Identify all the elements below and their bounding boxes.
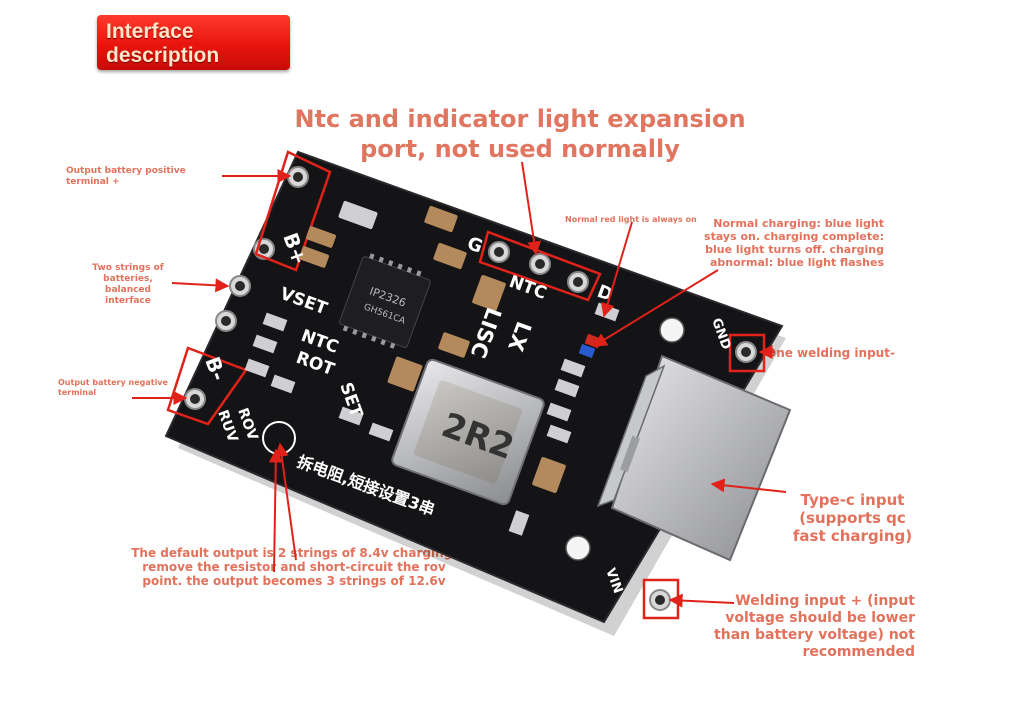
ntc-port-title: Ntc and indicator light expansion port, … [294, 105, 746, 163]
battery-positive-label: Output battery positive terminal + [66, 166, 186, 187]
silk-g: G [464, 233, 485, 258]
red-light-label: Normal red light is always on [565, 215, 697, 224]
blue-light-label: Normal charging: blue light stays on. ch… [704, 217, 884, 269]
mount-hole [565, 535, 591, 561]
arrow-rov [274, 442, 297, 561]
two-strings-label: Two strings of batteries, balanced inter… [92, 263, 164, 306]
ip2326-chip: IP2326 GH561CA [339, 253, 431, 349]
arrow-blue-led [592, 269, 719, 347]
arrow-vin [668, 593, 735, 608]
arrow-rov-2 [268, 448, 283, 573]
blue-led [578, 343, 596, 359]
battery-negative-label: Output battery negative terminal [58, 378, 168, 397]
mount-hole [659, 317, 685, 343]
callout-arrows [132, 161, 787, 608]
arrow-ntc [521, 161, 542, 256]
ntc-port-frame [478, 230, 602, 302]
typec-label: Type-c input (supports qc fast charging) [792, 491, 913, 545]
badge-label: Interface description [106, 20, 220, 67]
default-output-label: The default output is 2 strings of 8.4v … [131, 546, 457, 588]
arrow-typec [710, 478, 787, 493]
ntc-port-pads [488, 241, 589, 293]
inductor: 2R2 [391, 358, 545, 506]
welding-plus-label: Welding input + (input voltage should be… [714, 593, 915, 660]
interface-description-badge: Interface description [97, 15, 290, 70]
silk-d: D [594, 281, 615, 306]
typec-connector [596, 354, 792, 562]
arrow-balance [171, 278, 230, 293]
arrow-red-led [600, 221, 633, 318]
welding-minus-label: One welding input- [766, 346, 895, 360]
bminus-frame [166, 346, 248, 426]
bplus-frame [254, 150, 332, 272]
battery-pads [184, 166, 309, 410]
